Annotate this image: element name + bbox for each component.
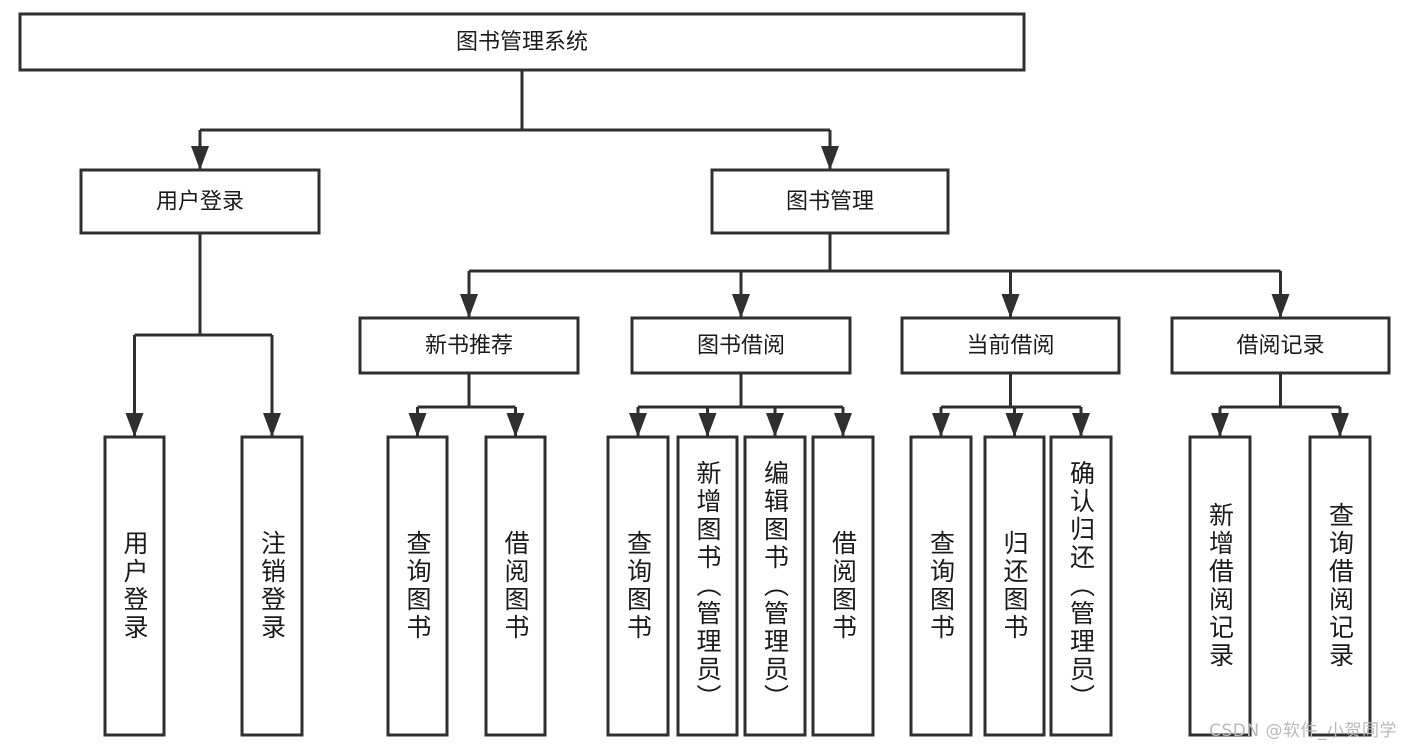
arrow-head-leaf-query-book-2 <box>629 413 647 437</box>
connectors-layer <box>125 70 1349 437</box>
node-box-leaf-query-book-1 <box>386 435 449 737</box>
arrow-head-leaf-borrow-book-2 <box>834 413 852 437</box>
arrow-head-user-login <box>191 146 209 170</box>
node-box-leaf-user-login <box>103 435 166 737</box>
node-label-book-borrow: 图书借阅 <box>697 334 785 359</box>
arrow-head-leaf-borrow-book-1 <box>506 413 525 437</box>
arrow-head-current-borrow <box>1001 294 1020 318</box>
node-box-leaf-confirm-return <box>1049 435 1113 737</box>
node-label-book-management: 图书管理 <box>786 190 874 215</box>
arrow-head-leaf-confirm-return <box>1072 413 1090 437</box>
node-box-leaf-user-logout <box>240 435 304 737</box>
arrow-head-leaf-add-book <box>698 413 717 437</box>
node-box-leaf-return-book <box>983 435 1046 737</box>
arrow-head-leaf-user-logout <box>263 413 281 437</box>
node-box-root <box>18 12 1026 72</box>
node-label-current-borrow: 当前借阅 <box>966 334 1054 359</box>
node-label-root: 图书管理系统 <box>456 30 588 55</box>
node-box-leaf-add-borrow-record <box>1188 435 1252 737</box>
boxes-layer <box>18 12 1391 737</box>
arrow-head-leaf-add-borrow-record <box>1211 413 1229 437</box>
arrow-head-leaf-query-borrow-record <box>1331 413 1349 437</box>
node-box-borrow-record <box>1170 316 1391 375</box>
node-box-leaf-borrow-book-2 <box>811 435 875 737</box>
arrow-head-leaf-return-book <box>1005 413 1024 437</box>
arrow-head-leaf-query-book-3 <box>932 413 950 437</box>
node-label-borrow-record: 借阅记录 <box>1236 334 1324 359</box>
node-label-new-book-recommend: 新书推荐 <box>425 334 513 359</box>
arrow-head-leaf-edit-book <box>766 413 784 437</box>
arrow-head-leaf-query-book-1 <box>408 413 427 437</box>
arrow-head-book-borrow <box>732 294 750 318</box>
arrow-head-borrow-record <box>1271 294 1290 318</box>
arrow-head-new-book-recommend <box>460 294 478 318</box>
node-box-leaf-query-borrow-record <box>1308 435 1372 737</box>
arrow-head-book-management <box>821 146 839 170</box>
node-box-leaf-edit-book <box>743 435 807 737</box>
node-box-leaf-query-book-3 <box>909 435 973 737</box>
node-box-leaf-add-book <box>676 435 739 737</box>
node-box-book-borrow <box>630 316 852 375</box>
node-box-leaf-query-book-2 <box>606 435 670 737</box>
node-label-user-login: 用户登录 <box>156 190 244 215</box>
node-box-user-login <box>79 168 321 235</box>
node-box-book-management <box>710 168 950 235</box>
node-box-current-borrow <box>900 316 1121 375</box>
node-box-new-book-recommend <box>358 316 580 375</box>
watermark-text: CSDN @软件_小贺同学 <box>1209 721 1397 741</box>
arrow-head-leaf-user-login <box>125 413 144 437</box>
node-box-leaf-borrow-book-1 <box>484 435 547 737</box>
